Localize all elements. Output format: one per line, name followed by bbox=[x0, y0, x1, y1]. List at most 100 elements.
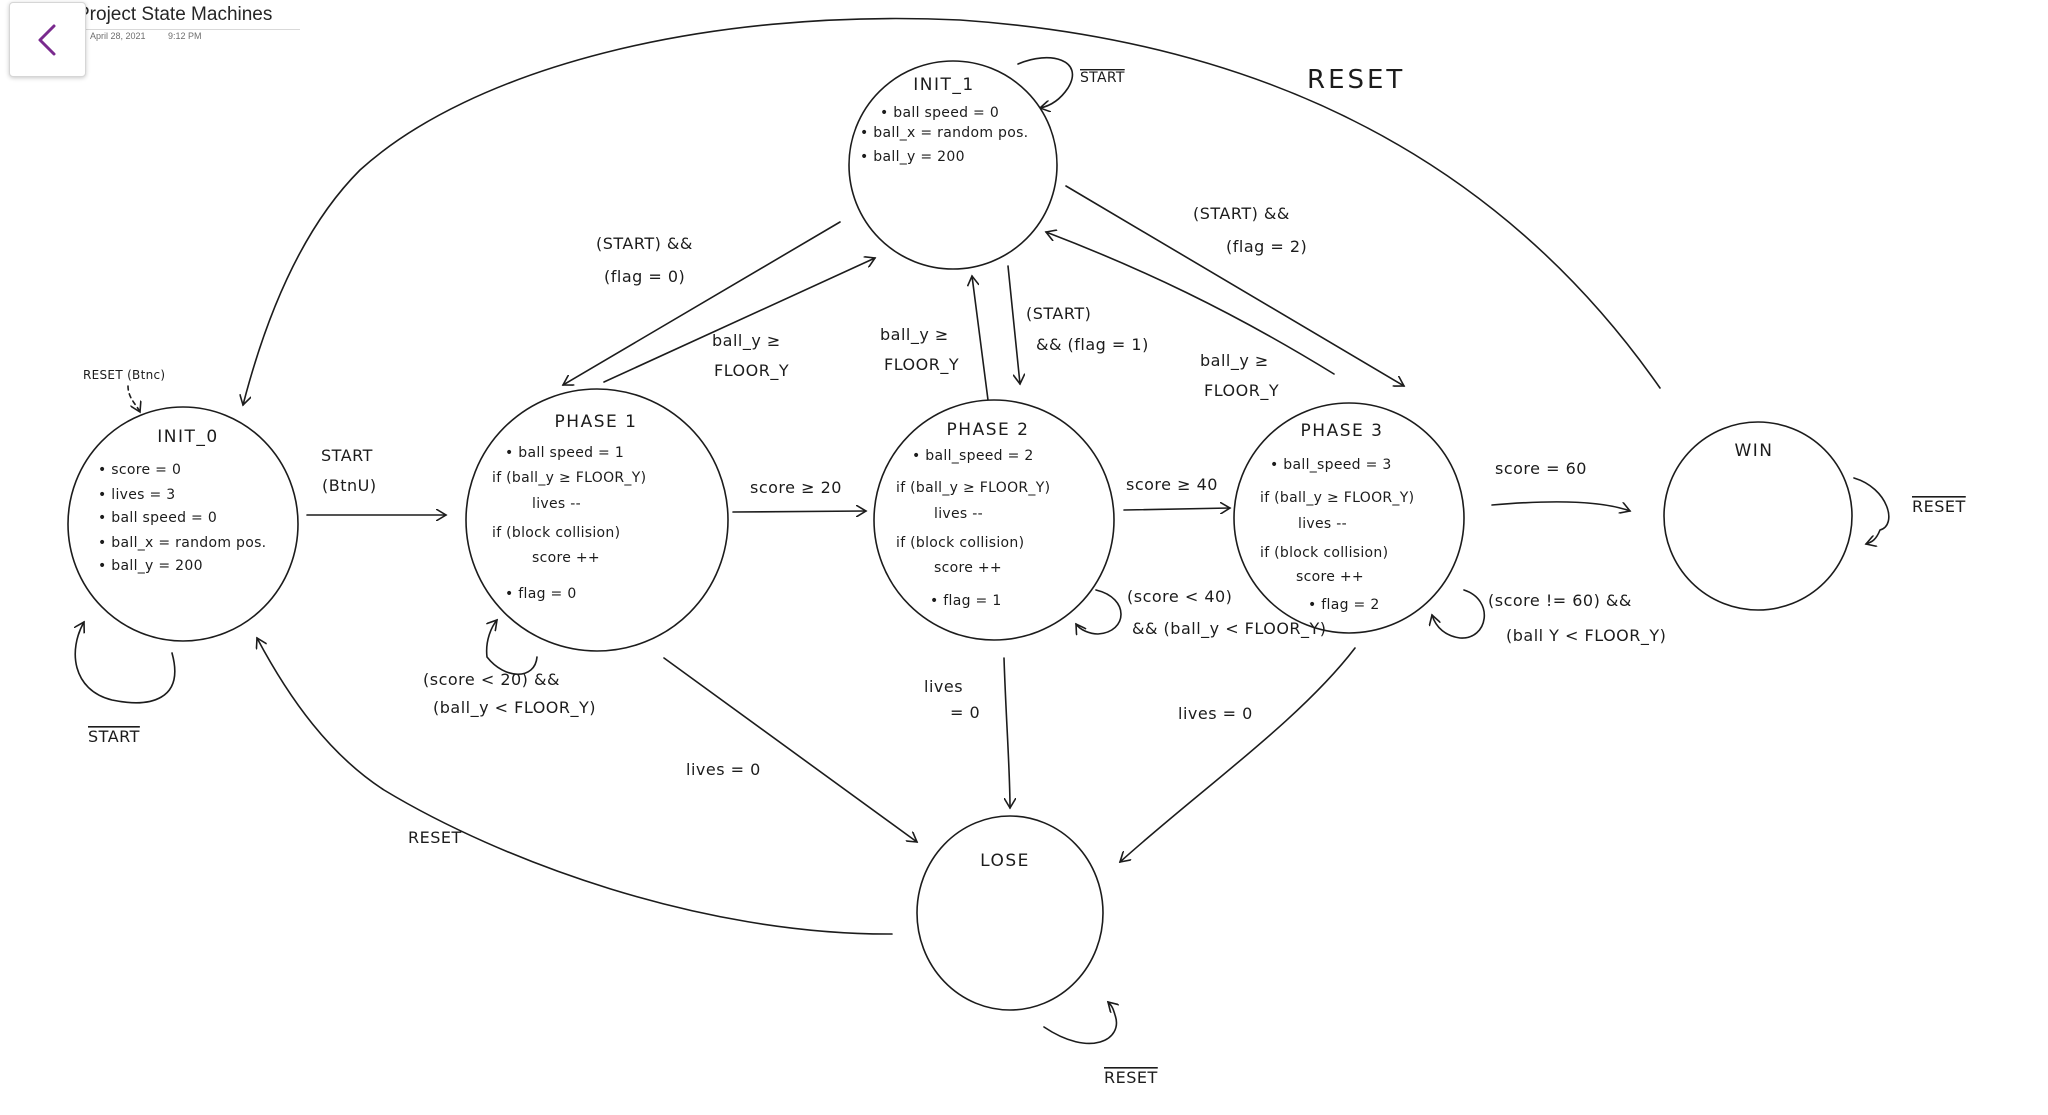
edge-phase3-self-loop bbox=[1432, 589, 1486, 639]
state-lose[interactable]: LOSE bbox=[916, 815, 1104, 1011]
state-phase3-line: score ++ bbox=[1296, 569, 1364, 585]
label-init1-to-phase1: (flag = 0) bbox=[604, 267, 685, 286]
state-phase2-line: if (block collision) bbox=[896, 535, 1024, 551]
label-init1-to-phase1: (START) && bbox=[596, 234, 693, 253]
page-title: Project State Machines bbox=[77, 4, 273, 25]
state-phase2-line: score ++ bbox=[934, 560, 1002, 576]
edge-init1-to-phase1 bbox=[563, 221, 841, 385]
state-phase1-line: • flag = 0 bbox=[505, 586, 577, 602]
state-phase1[interactable]: PHASE 1 • ball speed = 1 if (ball_y ≥ FL… bbox=[465, 388, 729, 652]
label-phase1-self: (ball_y < FLOOR_Y) bbox=[433, 698, 596, 718]
label-lose-self: RESET bbox=[1104, 1068, 1158, 1087]
edge-lose-to-init0 bbox=[257, 638, 893, 935]
edge-phase2-to-lose bbox=[1003, 657, 1010, 808]
page-time: 9:12 PM bbox=[168, 31, 202, 41]
state-init1[interactable]: INIT_1 • ball speed = 0 • ball_x = rando… bbox=[848, 60, 1058, 270]
edge-phase3-to-init1 bbox=[1046, 232, 1335, 375]
edge-init1-to-phase2 bbox=[1007, 265, 1020, 384]
edge-win-to-init0 bbox=[243, 17, 1661, 405]
label-phase3-self: (score != 60) && bbox=[1488, 591, 1632, 610]
label-lose-to-init0: RESET bbox=[408, 828, 462, 847]
state-phase3-line: • flag = 2 bbox=[1308, 597, 1380, 613]
state-phase1-title: PHASE 1 bbox=[555, 412, 638, 432]
label-phase2-self: (score < 40) bbox=[1127, 587, 1232, 606]
label-phase3-to-init1: ball_y ≥ bbox=[1200, 351, 1269, 371]
edges bbox=[75, 17, 1890, 1045]
state-phase1-line: if (block collision) bbox=[492, 525, 620, 541]
state-init1-line: • ball speed = 0 bbox=[880, 105, 999, 121]
edge-phase2-to-init1 bbox=[972, 276, 989, 401]
state-init1-line: • ball_y = 200 bbox=[860, 149, 965, 165]
label-phase2-to-init1: ball_y ≥ bbox=[880, 325, 949, 345]
state-phase3-line: if (ball_y ≥ FLOOR_Y) bbox=[1260, 490, 1414, 506]
state-phase1-circle bbox=[465, 388, 729, 652]
label-phase2-to-lose: lives bbox=[924, 677, 963, 696]
edge-lose-self-loop bbox=[1043, 1002, 1116, 1045]
state-init1-line: • ball_x = random pos. bbox=[860, 125, 1028, 141]
state-phase1-line: • ball speed = 1 bbox=[505, 445, 624, 461]
state-phase1-line: lives -- bbox=[532, 496, 581, 512]
edge-phase3-to-win bbox=[1491, 500, 1630, 511]
state-phase2[interactable]: PHASE 2 • ball_speed = 2 if (ball_y ≥ FL… bbox=[873, 399, 1115, 641]
edge-phase2-to-phase3 bbox=[1123, 508, 1230, 510]
label-phase3-to-win: score = 60 bbox=[1495, 459, 1587, 478]
label-win-self: RESET bbox=[1912, 497, 1966, 516]
state-init0-line: • ball_y = 200 bbox=[98, 558, 203, 574]
label-start-btnu: START bbox=[321, 446, 373, 465]
state-phase2-line: lives -- bbox=[934, 506, 983, 522]
state-phase2-title: PHASE 2 bbox=[947, 420, 1030, 440]
state-init0-line: • ball speed = 0 bbox=[98, 510, 217, 526]
chevron-left-icon bbox=[38, 24, 56, 56]
label-phase2-to-lose: = 0 bbox=[950, 703, 980, 722]
label-init1-to-phase2: && (flag = 1) bbox=[1036, 335, 1149, 354]
state-init1-circle bbox=[848, 60, 1058, 270]
state-init1-title: INIT_1 bbox=[913, 75, 974, 95]
label-reset-top: RESET bbox=[1307, 65, 1405, 95]
label-init0-self: START bbox=[88, 727, 140, 746]
label-phase1-self: (score < 20) && bbox=[423, 670, 560, 689]
label-reset-btnc: RESET (Btnc) bbox=[83, 368, 165, 382]
edge-init1-to-phase3 bbox=[1065, 185, 1404, 386]
edge-phase3-to-lose bbox=[1120, 647, 1356, 862]
label-phase3-to-lose: lives = 0 bbox=[1178, 704, 1253, 723]
state-win-title: WIN bbox=[1734, 441, 1773, 461]
edge-phase1-to-init1 bbox=[603, 258, 875, 383]
state-phase3[interactable]: PHASE 3 • ball_speed = 3 if (ball_y ≥ FL… bbox=[1233, 402, 1465, 634]
title-underline bbox=[80, 29, 300, 30]
label-phase3-to-init1: FLOOR_Y bbox=[1204, 381, 1279, 401]
state-win[interactable]: WIN bbox=[1663, 421, 1853, 611]
state-init0-title: INIT_0 bbox=[157, 427, 218, 447]
label-phase1-to-lose: lives = 0 bbox=[686, 760, 761, 779]
label-init1-to-phase2: (START) bbox=[1026, 304, 1091, 323]
label-phase1-to-init1: FLOOR_Y bbox=[714, 361, 789, 381]
edge-phase1-to-lose bbox=[663, 657, 917, 842]
state-phase3-title: PHASE 3 bbox=[1301, 421, 1384, 441]
edge-phase2-self-loop bbox=[1076, 589, 1122, 634]
state-phase1-line: score ++ bbox=[532, 550, 600, 566]
edge-phase1-self-loop bbox=[485, 620, 538, 676]
label-init1-to-phase3: (flag = 2) bbox=[1226, 237, 1307, 256]
state-init0-line: • score = 0 bbox=[98, 462, 181, 478]
state-lose-title: LOSE bbox=[980, 851, 1030, 871]
state-win-circle bbox=[1663, 421, 1853, 611]
edge-init1-self-loop bbox=[1017, 56, 1074, 108]
state-phase3-circle bbox=[1233, 402, 1465, 634]
label-start-btnu: (BtnU) bbox=[322, 476, 377, 495]
state-init0-line: • lives = 3 bbox=[98, 487, 176, 503]
edge-init0-self-loop bbox=[75, 622, 176, 704]
state-init0[interactable]: INIT_0 • score = 0 • lives = 3 • ball sp… bbox=[67, 406, 299, 642]
label-phase3-self: (ball Y < FLOOR_Y) bbox=[1506, 626, 1666, 646]
state-init0-line: • ball_x = random pos. bbox=[98, 535, 266, 551]
label-phase2-to-init1: FLOOR_Y bbox=[884, 355, 959, 375]
state-phase2-line: if (ball_y ≥ FLOOR_Y) bbox=[896, 480, 1050, 496]
state-phase3-line: • ball_speed = 3 bbox=[1270, 457, 1392, 473]
state-phase2-circle bbox=[873, 399, 1115, 641]
state-phase3-line: lives -- bbox=[1298, 516, 1347, 532]
label-phase2-to-phase3: score ≥ 40 bbox=[1126, 475, 1218, 494]
page-date: April 28, 2021 bbox=[90, 31, 146, 41]
state-phase3-line: if (block collision) bbox=[1260, 545, 1388, 561]
edge-reset-btnc-pointer bbox=[127, 385, 140, 412]
back-button[interactable] bbox=[9, 2, 86, 77]
edge-win-self-loop bbox=[1853, 477, 1890, 544]
